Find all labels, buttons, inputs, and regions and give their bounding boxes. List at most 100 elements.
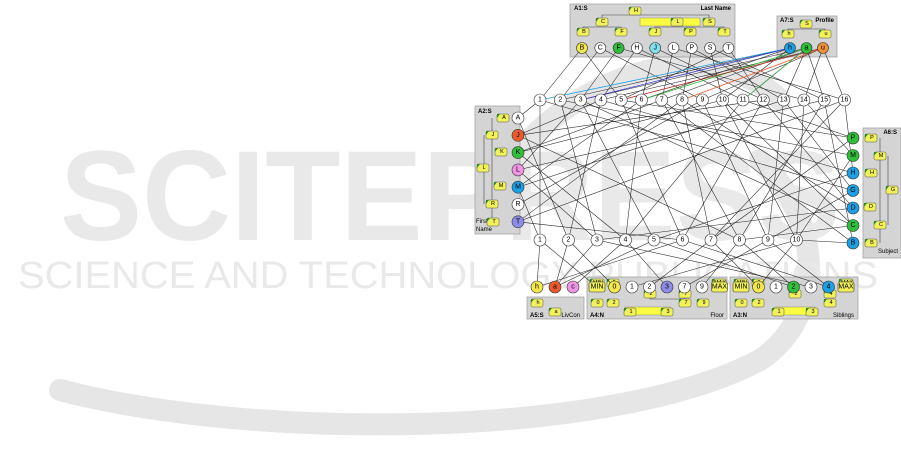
node-tb-9[interactable]: 10 bbox=[790, 233, 803, 247]
node-a2-1[interactable]: J bbox=[511, 129, 525, 142]
node-tt-12[interactable]: 13 bbox=[777, 93, 790, 107]
edge-21 bbox=[580, 47, 807, 101]
node-a6-0[interactable]: P bbox=[846, 131, 860, 145]
node-a4-4[interactable]: 3 bbox=[660, 280, 674, 294]
node-a7-2[interactable]: u bbox=[817, 42, 829, 54]
node-tt-2[interactable]: 3 bbox=[574, 93, 587, 107]
node-tt-8[interactable]: 9 bbox=[696, 93, 709, 107]
node-label-a2-3: L bbox=[516, 166, 520, 173]
node-a5-2[interactable]: c bbox=[566, 280, 580, 294]
node-tt-5[interactable]: 6 bbox=[635, 93, 648, 107]
edge-76 bbox=[702, 99, 769, 241]
a3-tag-5-label: 0 bbox=[740, 300, 743, 306]
node-shape-a1-6 bbox=[685, 42, 698, 54]
a2-tag-1-label: J bbox=[492, 132, 495, 138]
a6-tag-2-label: H bbox=[870, 170, 874, 176]
a5-tag-0-corner bbox=[531, 299, 534, 303]
node-a3-6[interactable]: MAX bbox=[837, 281, 855, 293]
node-a1-0[interactable]: B bbox=[576, 42, 588, 54]
node-a1-6[interactable]: P bbox=[685, 42, 698, 54]
edge-33 bbox=[517, 99, 723, 153]
panel-title-a2-2: Name bbox=[476, 227, 493, 233]
node-a4-2[interactable]: 1 bbox=[625, 280, 639, 294]
node-tb-1[interactable]: 2 bbox=[562, 233, 575, 247]
a1-tag-5-corner bbox=[615, 28, 618, 32]
node-tt-13[interactable]: 14 bbox=[797, 93, 811, 107]
node-shape-tt-12 bbox=[777, 93, 790, 107]
node-a7-0[interactable]: h bbox=[784, 42, 796, 54]
node-a7-1[interactable]: a bbox=[800, 42, 813, 54]
node-a5-1[interactable]: a bbox=[548, 280, 562, 294]
a3-tag-7-corner bbox=[824, 299, 827, 303]
node-shape-a3-0 bbox=[732, 281, 750, 293]
node-a6-3[interactable]: G bbox=[846, 184, 860, 197]
a1-tag-6-corner bbox=[649, 28, 652, 32]
node-a2-5[interactable]: R bbox=[511, 198, 525, 211]
node-a4-6[interactable]: 9 bbox=[695, 280, 709, 294]
node-tb-2[interactable]: 3 bbox=[590, 233, 604, 247]
a3-tag-6-label: 2 bbox=[757, 300, 760, 306]
node-label-tt-11: 12 bbox=[759, 97, 767, 104]
node-tt-14[interactable]: 15 bbox=[817, 93, 831, 107]
node-a4-7[interactable]: MAX bbox=[711, 281, 728, 293]
node-a2-3[interactable]: L bbox=[511, 163, 525, 177]
node-tt-7[interactable]: 8 bbox=[675, 93, 689, 107]
node-tb-0[interactable]: 1 bbox=[533, 233, 547, 247]
node-tb-7[interactable]: 8 bbox=[733, 233, 746, 247]
node-tt-15[interactable]: 16 bbox=[838, 93, 851, 107]
node-shape-a6-3 bbox=[846, 184, 860, 197]
node-a1-5[interactable]: L bbox=[667, 42, 680, 54]
a4-tag-root-3-corner bbox=[661, 308, 664, 312]
node-tt-9[interactable]: 10 bbox=[716, 93, 730, 107]
node-a6-1[interactable]: M bbox=[846, 149, 860, 162]
node-a3-3[interactable]: 2 bbox=[787, 280, 800, 294]
node-a3-1[interactable]: 0 bbox=[752, 280, 765, 294]
node-a5-0[interactable]: h bbox=[530, 280, 544, 294]
node-a1-7[interactable]: S bbox=[704, 42, 716, 54]
node-a1-1[interactable]: C bbox=[594, 42, 607, 54]
node-tb-8[interactable]: 9 bbox=[761, 233, 775, 247]
highlight-edge-1 bbox=[580, 47, 791, 101]
node-tb-4[interactable]: 5 bbox=[647, 233, 661, 247]
node-tb-3[interactable]: 4 bbox=[619, 233, 632, 247]
node-a1-2[interactable]: F bbox=[612, 42, 625, 54]
node-a3-4[interactable]: 3 bbox=[804, 280, 818, 294]
node-a4-0[interactable]: MIN bbox=[588, 281, 606, 293]
node-a2-2[interactable]: K bbox=[511, 146, 525, 159]
node-a2-6[interactable]: T bbox=[511, 215, 525, 229]
node-a6-2[interactable]: H bbox=[846, 166, 860, 180]
a2-tag-6-corner bbox=[487, 218, 490, 222]
node-a4-3[interactable]: 2 bbox=[643, 280, 656, 294]
node-a6-6[interactable]: B bbox=[846, 236, 860, 250]
node-a6-5[interactable]: C bbox=[846, 219, 860, 232]
node-shape-a6-0 bbox=[846, 131, 860, 145]
node-a1-4[interactable]: J bbox=[649, 42, 662, 54]
node-shape-tt-13 bbox=[797, 93, 811, 107]
node-a2-0[interactable]: A bbox=[511, 111, 525, 125]
node-tt-6[interactable]: 7 bbox=[655, 93, 669, 107]
node-tt-10[interactable]: 11 bbox=[736, 93, 750, 107]
a3-tag-5-corner bbox=[735, 299, 738, 303]
node-tt-4[interactable]: 5 bbox=[614, 93, 628, 107]
node-a4-1[interactable]: 0 bbox=[608, 280, 621, 294]
panel-id-a6: A6:S bbox=[883, 130, 897, 136]
node-a6-4[interactable]: D bbox=[846, 201, 860, 215]
node-a1-8[interactable]: T bbox=[722, 42, 735, 54]
node-a4-5[interactable]: 7 bbox=[678, 280, 691, 294]
a4-tag-3-label: 7 bbox=[684, 291, 687, 297]
node-tt-0[interactable]: 1 bbox=[533, 93, 547, 107]
node-tt-11[interactable]: 12 bbox=[756, 93, 770, 107]
node-a3-0[interactable]: MIN bbox=[732, 281, 750, 293]
node-tb-5[interactable]: 6 bbox=[676, 233, 689, 247]
node-tt-1[interactable]: 2 bbox=[553, 93, 567, 107]
node-label-a1-3: H bbox=[634, 45, 639, 52]
node-a1-3[interactable]: H bbox=[631, 42, 643, 54]
node-a3-2[interactable]: 1 bbox=[769, 280, 783, 294]
edge-8 bbox=[641, 47, 656, 101]
node-tt-3[interactable]: 4 bbox=[594, 93, 608, 107]
node-label-a2-4: M bbox=[515, 184, 521, 191]
node-tb-6[interactable]: 7 bbox=[704, 233, 718, 247]
node-a3-5[interactable]: 4 bbox=[822, 280, 835, 294]
node-a2-4[interactable]: M bbox=[511, 180, 525, 194]
edges-layer bbox=[517, 47, 854, 288]
